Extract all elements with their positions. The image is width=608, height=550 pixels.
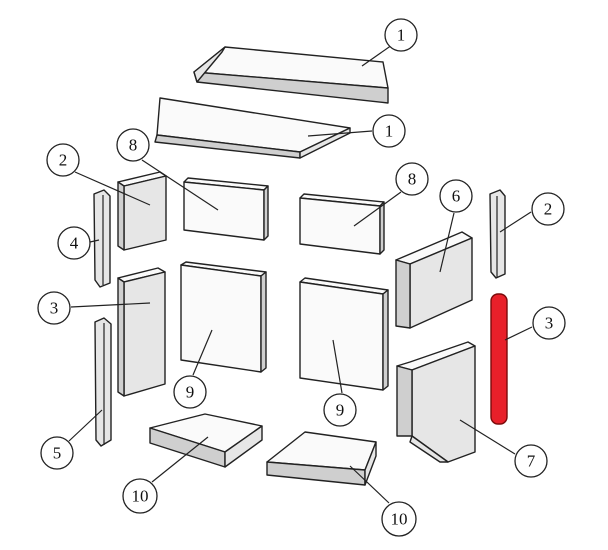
svg-text:4: 4 <box>70 234 79 253</box>
part-8-right <box>299 193 385 255</box>
part-10-right <box>266 431 377 486</box>
callout-8-left: 8 <box>116 128 150 162</box>
part-10-left <box>149 413 263 468</box>
svg-text:3: 3 <box>50 299 59 318</box>
svg-text:8: 8 <box>129 136 138 155</box>
svg-text:7: 7 <box>527 452 536 471</box>
svg-text:10: 10 <box>132 487 149 506</box>
callout-3-right: 3 <box>532 306 566 340</box>
part-7 <box>396 341 476 463</box>
part-9-right <box>299 277 389 391</box>
part-2-left <box>117 171 167 251</box>
part-4 <box>93 189 111 288</box>
svg-text:10: 10 <box>391 510 408 529</box>
part-2-right <box>489 189 506 279</box>
part-9-left <box>180 261 267 373</box>
callout-8-right: 8 <box>395 162 429 196</box>
svg-text:9: 9 <box>186 383 195 402</box>
svg-text:8: 8 <box>408 170 417 189</box>
part-3-right-highlighted <box>490 293 508 425</box>
callout-6: 6 <box>439 179 473 213</box>
svg-text:5: 5 <box>53 444 62 463</box>
part-8-left <box>183 177 269 241</box>
callout-9-right: 9 <box>323 393 357 427</box>
callout-5: 5 <box>40 436 74 470</box>
callout-2-left: 2 <box>46 143 80 177</box>
svg-text:9: 9 <box>336 401 345 420</box>
part-1-lower-slab <box>154 97 351 159</box>
part-6 <box>395 231 473 329</box>
part-5 <box>94 317 112 447</box>
callout-10-right: 10 <box>381 501 417 537</box>
callout-2-right: 2 <box>531 192 565 226</box>
callout-4: 4 <box>57 226 91 260</box>
callout-10-left: 10 <box>122 478 158 514</box>
callout-3-left: 3 <box>37 291 71 325</box>
callout-1-top: 1 <box>384 18 418 52</box>
leader-lines <box>68 44 533 504</box>
svg-text:1: 1 <box>397 26 406 45</box>
svg-text:1: 1 <box>385 122 394 141</box>
svg-text:6: 6 <box>452 187 461 206</box>
callout-9-left: 9 <box>173 375 207 409</box>
svg-text:2: 2 <box>59 151 68 170</box>
part-3-left <box>117 267 166 397</box>
svg-text:2: 2 <box>544 200 553 219</box>
part-1-top-slab <box>193 46 389 104</box>
callout-7: 7 <box>514 444 548 478</box>
callout-1-lower: 1 <box>372 114 406 148</box>
svg-text:3: 3 <box>545 314 554 333</box>
